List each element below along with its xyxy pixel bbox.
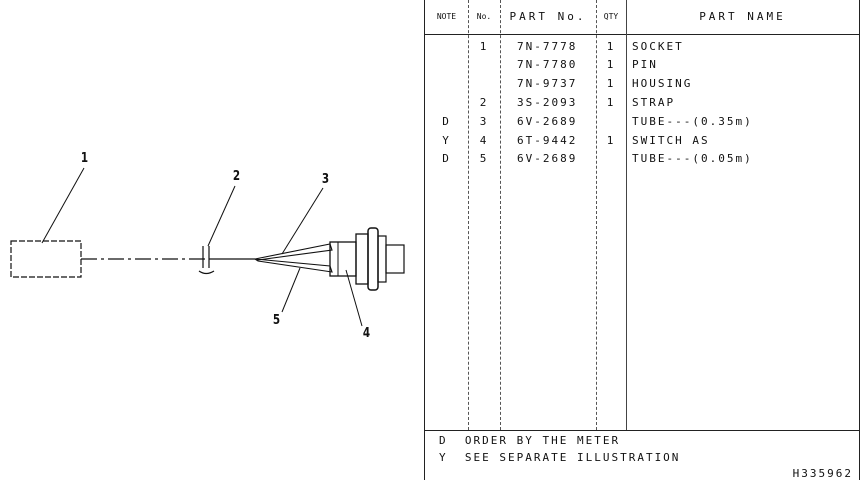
leader-2 bbox=[207, 185, 236, 247]
row-2-no bbox=[468, 56, 500, 74]
footnote-order-by-meter: D ORDER BY THE METER bbox=[439, 434, 621, 447]
row-7-name: TUBE---(0.05m) bbox=[632, 152, 753, 165]
row-6-part-no: 6T-9442 bbox=[517, 134, 578, 147]
row-6-note: Y bbox=[442, 134, 451, 147]
row-5-name: TUBE---(0.35m) bbox=[632, 115, 753, 128]
row-1-name: SOCKET bbox=[632, 40, 684, 53]
callout-2: 2 bbox=[232, 169, 241, 184]
exploded-view-diagram: 1 2 3 4 5 bbox=[0, 0, 420, 480]
row-5-no: 3 bbox=[479, 115, 489, 128]
footer-rule bbox=[425, 430, 859, 431]
row-4-part-no: 3S-2093 bbox=[517, 96, 578, 109]
callout-4: 4 bbox=[362, 326, 371, 341]
row-2-qty: 1 bbox=[606, 58, 616, 71]
row-1-qty: 1 bbox=[606, 40, 616, 53]
row-7-no: 5 bbox=[479, 152, 489, 165]
column-header-note: NOTE bbox=[436, 12, 457, 21]
footnote-see-separate: Y SEE SEPARATE ILLUSTRATION bbox=[439, 451, 681, 464]
leader-5 bbox=[281, 267, 301, 313]
tube-upper bbox=[252, 243, 333, 261]
column-header-qty: QTY bbox=[603, 12, 619, 21]
row-6-no: 4 bbox=[479, 134, 489, 147]
callout-1: 1 bbox=[80, 151, 89, 166]
row-1-no: 1 bbox=[479, 40, 489, 53]
row-3-no bbox=[468, 75, 500, 93]
column-divider-part-no bbox=[596, 0, 597, 430]
switch-sensor-tip bbox=[385, 244, 405, 274]
leader-1 bbox=[41, 167, 85, 244]
wiring-illustration bbox=[10, 167, 405, 327]
row-4-no: 2 bbox=[479, 96, 489, 109]
leader-4 bbox=[345, 269, 363, 327]
row-1-part-no: 7N-7778 bbox=[517, 40, 578, 53]
row-5-qty bbox=[596, 113, 626, 131]
row-5-part-no: 6V-2689 bbox=[517, 115, 578, 128]
row-7-note: D bbox=[442, 152, 451, 165]
row-7-qty bbox=[596, 150, 626, 168]
strap-shape bbox=[198, 246, 215, 275]
row-6-name: SWITCH AS bbox=[632, 134, 710, 147]
row-2-name: PIN bbox=[632, 58, 658, 71]
leader-3 bbox=[281, 187, 324, 255]
column-divider-qty bbox=[626, 0, 627, 430]
callout-3: 3 bbox=[321, 172, 330, 187]
column-divider-no bbox=[500, 0, 501, 430]
header-rule bbox=[425, 34, 859, 35]
row-6-qty: 1 bbox=[606, 134, 616, 147]
row-4-name: STRAP bbox=[632, 96, 676, 109]
row-3-note bbox=[425, 75, 468, 93]
column-header-part-no: PART No. bbox=[509, 10, 587, 23]
row-4-qty: 1 bbox=[606, 96, 616, 109]
row-2-part-no: 7N-7780 bbox=[517, 58, 578, 71]
parts-list-table: NOTE No. PART No. QTY PART NAME 1 7N-777… bbox=[424, 0, 860, 480]
row-3-name: HOUSING bbox=[632, 77, 693, 90]
row-3-part-no: 7N-9737 bbox=[517, 77, 578, 90]
row-7-part-no: 6V-2689 bbox=[517, 152, 578, 165]
tube-lower bbox=[254, 258, 333, 273]
switch-flange bbox=[367, 227, 379, 291]
socket-shape bbox=[10, 240, 82, 278]
switch-hex-nut bbox=[355, 233, 369, 285]
column-divider-note bbox=[468, 0, 469, 430]
switch-body bbox=[329, 241, 357, 277]
row-4-note bbox=[425, 94, 468, 112]
row-1-note bbox=[425, 38, 468, 56]
row-2-note bbox=[425, 56, 468, 74]
callout-5: 5 bbox=[272, 313, 281, 328]
column-header-no: No. bbox=[476, 12, 492, 21]
row-5-note: D bbox=[442, 115, 451, 128]
illustration-reference-number: H335962 bbox=[792, 467, 853, 480]
row-3-qty: 1 bbox=[606, 77, 616, 90]
column-header-part-name: PART NAME bbox=[699, 10, 786, 23]
switch-collar bbox=[377, 235, 387, 283]
